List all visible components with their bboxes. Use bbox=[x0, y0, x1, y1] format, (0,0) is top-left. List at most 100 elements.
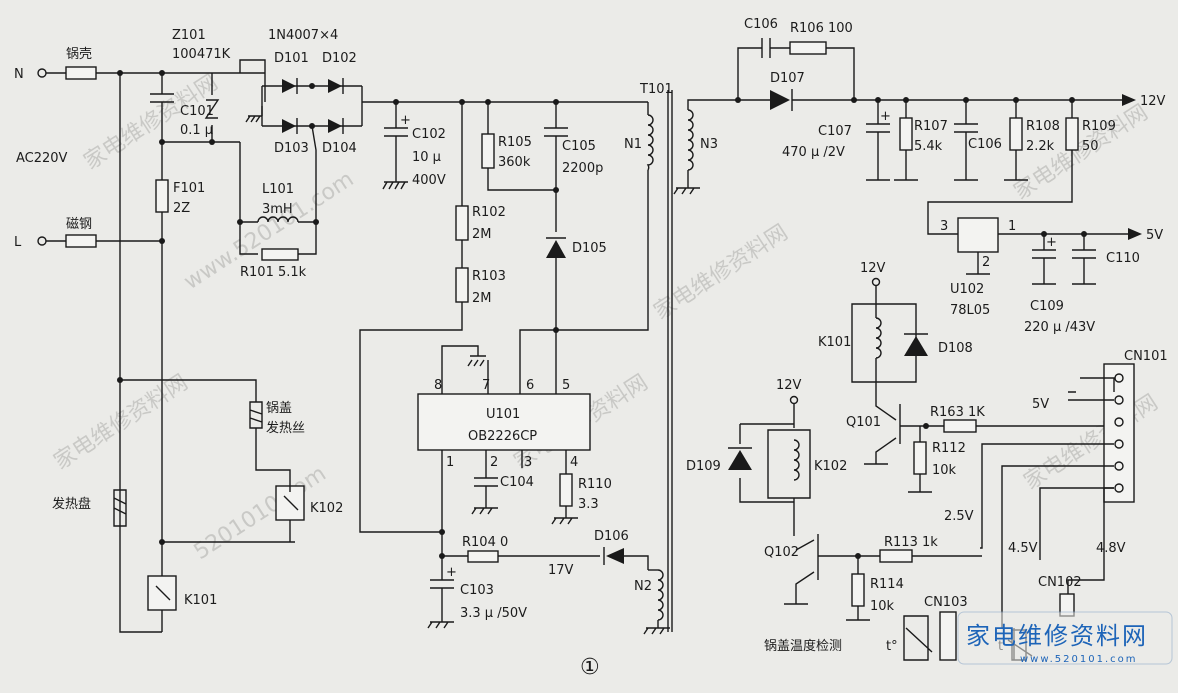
transistor-q101 bbox=[864, 404, 928, 465]
d102-label: D102 bbox=[322, 51, 357, 66]
k101-12v-label: 12V bbox=[860, 261, 886, 276]
r114-label: R114 bbox=[870, 577, 904, 592]
diode-d101 bbox=[282, 79, 296, 93]
r103-value: 2M bbox=[472, 291, 492, 306]
r101-label: R101 5.1k bbox=[240, 265, 307, 280]
ic-u101: U101 OB2226CP 8 7 6 5 1 2 3 4 C104 R110 … bbox=[417, 330, 670, 635]
v17-label: 17V bbox=[548, 563, 574, 578]
r108-wires bbox=[1004, 100, 1028, 181]
diode-d106 bbox=[606, 548, 624, 564]
u102-wires bbox=[966, 233, 1128, 275]
t101-label: T101 bbox=[639, 82, 673, 97]
k102-frame bbox=[739, 404, 811, 536]
d107-label: D107 bbox=[770, 71, 805, 86]
resistor-r103 bbox=[455, 267, 469, 303]
mains-input-section: N L AC220V 锅壳 磁钢 C101 0.1 μ F101 2Z Z101… bbox=[14, 28, 295, 633]
pin8: 8 bbox=[434, 378, 442, 393]
n3-label: N3 bbox=[700, 137, 718, 152]
resistor-r101 bbox=[261, 248, 299, 261]
r107-value: 5.4k bbox=[914, 139, 943, 154]
transformer-core bbox=[667, 90, 673, 632]
lid-heater-wire bbox=[120, 379, 291, 542]
c109-plus: + bbox=[1046, 235, 1057, 250]
pin7: 7 bbox=[482, 378, 490, 393]
connector-cn101: CN101 5V 2.5V 4.5V 4.8V bbox=[944, 349, 1168, 628]
pin8-ground bbox=[441, 345, 489, 374]
lid-heater-element bbox=[249, 401, 263, 429]
r109-value: 50 bbox=[1082, 139, 1099, 154]
cn101-label: CN101 bbox=[1124, 349, 1168, 364]
r110-label: R110 bbox=[578, 477, 612, 492]
c109-value: 220 μ /43V bbox=[1024, 320, 1095, 335]
pin3: 3 bbox=[524, 455, 532, 470]
q101-label: Q101 bbox=[846, 415, 881, 430]
c107-plus: + bbox=[880, 109, 891, 124]
l101-wires bbox=[239, 125, 317, 255]
winding-n2 bbox=[643, 569, 670, 635]
n1-label: N1 bbox=[624, 137, 642, 152]
v12-label: 12V bbox=[1140, 94, 1166, 109]
z101-value: 100471K bbox=[172, 47, 231, 62]
f101-value: 2Z bbox=[173, 201, 190, 216]
winding-n1 bbox=[646, 114, 654, 171]
v48-label: 4.8V bbox=[1096, 541, 1126, 556]
resistor-r113 bbox=[879, 549, 913, 563]
r103-label: R103 bbox=[472, 269, 506, 284]
transistor-q102 bbox=[784, 534, 982, 605]
u101-top-pins bbox=[441, 330, 557, 394]
lid-heater-label-2: 发热丝 bbox=[266, 420, 305, 436]
terminal-l bbox=[37, 236, 47, 246]
r105-value: 360k bbox=[498, 155, 531, 170]
diode-d105 bbox=[546, 240, 566, 258]
cap-c103 bbox=[427, 579, 454, 629]
d108-label: D108 bbox=[938, 341, 973, 356]
relay-coil-k102 bbox=[793, 439, 800, 481]
c101-value: 0.1 μ bbox=[180, 123, 213, 138]
logo-text: 家电维修资料网 bbox=[966, 622, 1148, 650]
r108-label: R108 bbox=[1026, 119, 1060, 134]
diode-d103 bbox=[282, 119, 296, 133]
diode-d104 bbox=[328, 119, 342, 133]
c102-value-b: 400V bbox=[412, 173, 446, 188]
cn101-body bbox=[1103, 363, 1135, 503]
r112-wires bbox=[908, 426, 932, 493]
c103-plus: + bbox=[446, 565, 457, 580]
cap-c101 bbox=[150, 73, 174, 142]
f101-label: F101 bbox=[173, 181, 205, 196]
cap-c110 bbox=[1072, 234, 1096, 285]
watermark-text: 家电维修资料网 bbox=[650, 220, 793, 325]
d106-label: D106 bbox=[594, 529, 629, 544]
resistor-r112 bbox=[913, 441, 927, 475]
n2-label: N2 bbox=[634, 579, 652, 594]
cap-c106-b bbox=[954, 100, 978, 181]
cap-c105 bbox=[544, 102, 568, 232]
c107-value: 470 μ /2V bbox=[782, 145, 845, 160]
r114-value: 10k bbox=[870, 599, 895, 614]
cn103-body bbox=[939, 611, 957, 661]
c103-label: C103 bbox=[460, 583, 494, 598]
fuse-magnet bbox=[65, 234, 97, 248]
terminal-n-label: N bbox=[14, 67, 24, 82]
fuse-shell bbox=[65, 66, 97, 80]
resistor-r114 bbox=[851, 573, 865, 607]
site-logo: 家电维修资料网 www.520101.com bbox=[957, 611, 1173, 665]
ac-input-label: AC220V bbox=[16, 151, 68, 166]
cap-c109 bbox=[1032, 234, 1056, 285]
figure-number: ① bbox=[580, 655, 600, 680]
r102-value: 2M bbox=[472, 227, 492, 242]
c103-value: 3.3 μ /50V bbox=[460, 606, 527, 621]
u101-value: OB2226CP bbox=[468, 429, 537, 444]
pin4: 4 bbox=[570, 455, 578, 470]
cn103-label: CN103 bbox=[924, 595, 968, 610]
relay-contact-k101 bbox=[147, 575, 177, 611]
heat-plate-label: 发热盘 bbox=[52, 496, 91, 512]
r102-label: R102 bbox=[472, 205, 506, 220]
c101-label: C101 bbox=[180, 104, 214, 119]
k102-label: K102 bbox=[814, 459, 847, 474]
c105-value: 2200p bbox=[562, 161, 603, 176]
fuse-f101 bbox=[155, 179, 169, 213]
cap-c106 bbox=[761, 38, 771, 58]
cap-c104 bbox=[471, 477, 498, 515]
resistor-r108 bbox=[1009, 117, 1023, 151]
snubber-wires bbox=[737, 47, 855, 100]
